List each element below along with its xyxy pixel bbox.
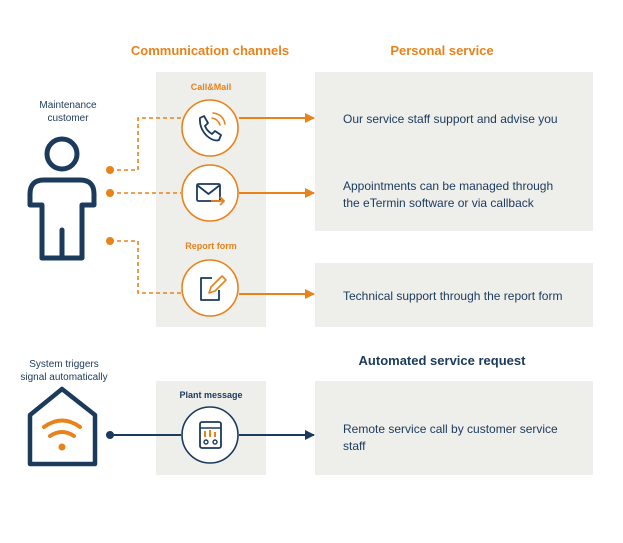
remote-call-line-1: Remote service call by customer service: [343, 422, 558, 436]
communication-channels-header: Communication channels: [130, 43, 290, 58]
orange-arrows: [239, 113, 315, 299]
plant-message-icon: [181, 406, 239, 464]
house-wifi-icon: [27, 386, 98, 467]
mail-icon: [181, 164, 239, 222]
person-icon: [27, 136, 97, 261]
appointments-line-2: the eTermin software or via callback: [343, 196, 534, 210]
navy-connector: [106, 430, 315, 440]
maintenance-customer-label: Maintenance customer: [18, 99, 118, 125]
personal-service-header: Personal service: [390, 43, 494, 58]
maintenance-customer-line-2: customer: [47, 113, 89, 124]
staff-support-line-1: Our service staff support and advise you: [343, 112, 558, 126]
dashed-connectors: [110, 117, 181, 294]
call-mail-label: Call&Mail: [190, 82, 232, 92]
connector-dots: [106, 166, 114, 245]
personal-service-panel-bottom: [315, 263, 593, 327]
maintenance-customer-line-1: Maintenance: [39, 100, 97, 111]
technical-support-text: Technical support through the report for…: [343, 288, 562, 305]
appointments-text: Appointments can be managed through the …: [343, 178, 553, 212]
plant-message-label: Plant message: [179, 390, 243, 400]
staff-support-text: Our service staff support and advise you: [343, 111, 558, 128]
system-trigger-line-2: signal automatically: [20, 372, 108, 383]
remote-call-text: Remote service call by customer service …: [343, 421, 558, 455]
personal-service-panel-top: [315, 72, 593, 231]
technical-support-line-1: Technical support through the report for…: [343, 289, 563, 303]
system-trigger-label: System triggers signal automatically: [4, 358, 124, 384]
report-form-label: Report form: [185, 241, 237, 251]
remote-call-line-2: staff: [343, 439, 366, 453]
phone-icon: [181, 99, 239, 157]
automated-service-panel: [315, 381, 593, 475]
system-trigger-line-1: System triggers: [29, 359, 99, 370]
appointments-line-1: Appointments can be managed through: [343, 179, 554, 193]
automated-service-request-header: Automated service request: [358, 353, 526, 368]
report-form-icon: [181, 259, 239, 317]
